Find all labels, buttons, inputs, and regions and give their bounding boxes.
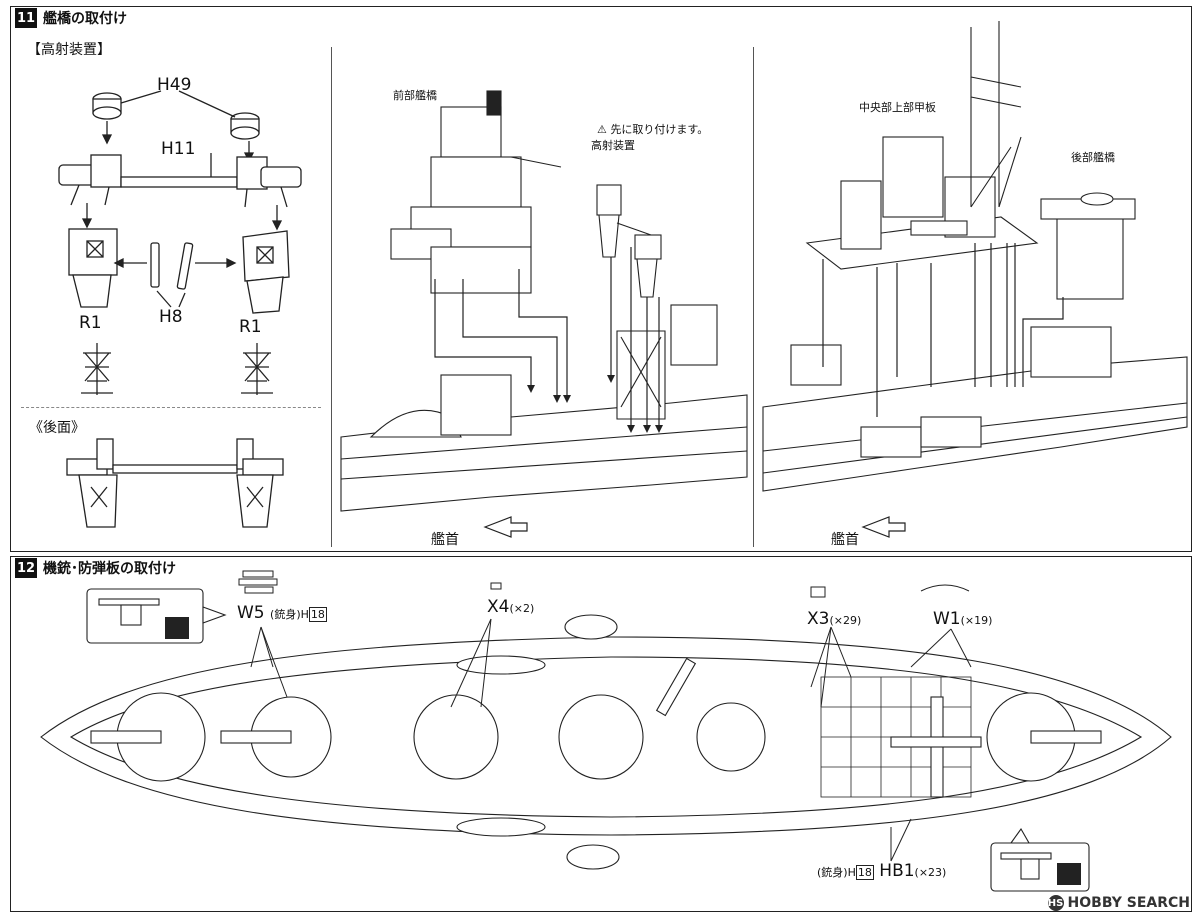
w1-quantity: (×19)	[960, 614, 993, 627]
turret-plan-1	[90, 692, 206, 782]
w5-barrel-part: H	[300, 608, 309, 621]
deck-plan-diagram	[40, 570, 1172, 892]
turret-plan-6	[696, 702, 766, 772]
separator-right	[753, 47, 754, 547]
boat-3	[564, 614, 618, 640]
hb1-barrel-part: H	[847, 866, 856, 879]
step-11-title: 艦橋の取付け	[37, 7, 137, 29]
step-11-header: 11 艦橋の取付け	[15, 7, 137, 29]
x4-quantity: (×2)	[509, 602, 535, 615]
watermark: HS HOBBY SEARCH	[1047, 895, 1190, 911]
bow-label-middle: 艦首	[431, 532, 459, 548]
turret-plan-3	[413, 694, 499, 780]
aa-director-section-label: 【高射装置】	[27, 42, 111, 58]
turret-plan-5	[986, 692, 1102, 782]
funnel-forward	[670, 304, 718, 366]
rear-view-assembly	[66, 438, 284, 528]
w5-barrel-note: (銃身)	[270, 608, 301, 621]
part-r1-left	[68, 228, 118, 308]
part-label-w1: W1(×19)	[933, 609, 992, 629]
hobby-search-logo-icon: HS	[1047, 895, 1064, 911]
boat-4	[566, 844, 620, 870]
separator-left	[331, 47, 332, 547]
aircraft-plan	[890, 696, 982, 798]
bow-label-right: 艦首	[831, 532, 859, 548]
aa-director-label-middle: 高射装置	[591, 139, 635, 152]
rear-view-label: 《後面》	[29, 420, 85, 436]
part-label-h8: H8	[159, 307, 183, 327]
instruction-icon-left	[165, 617, 189, 639]
part-label-h11: H11	[161, 139, 196, 159]
w5-barrel-num: 18	[308, 607, 327, 622]
aircraft-plan-2	[655, 657, 697, 717]
forward-bridge-diagram	[340, 21, 1188, 538]
r1-silhouette-right	[241, 343, 273, 395]
step-12-header: 12 機銃･防弾板の取付け	[15, 557, 186, 579]
part-h49-left	[92, 92, 122, 120]
part-label-r1-left: R1	[79, 313, 102, 333]
boat-1	[456, 655, 546, 675]
part-label-r1-right: R1	[239, 317, 262, 337]
step-11-panel: 11 艦橋の取付け 【高射装置】 H49 H11 H8 R1 R1 《後面》	[10, 6, 1192, 552]
instruction-icon-right	[1057, 863, 1081, 885]
hull-forward	[340, 394, 748, 512]
boat-2	[456, 817, 546, 837]
central-upper-deck-model	[805, 21, 1039, 270]
hb1-barrel-note: (銃身)	[817, 866, 848, 879]
warning-icon: ⚠	[597, 123, 607, 136]
turret-plan-4	[558, 694, 644, 780]
part-h49-right	[230, 112, 260, 140]
step-12-panel: 12 機銃･防弾板の取付け	[10, 556, 1192, 912]
warning-text: 先に取り付けます。	[610, 123, 709, 136]
step-11-number: 11	[15, 8, 37, 28]
r1-silhouette-left	[81, 343, 113, 395]
bow-arrow-middle	[483, 516, 528, 538]
hb1-part-number: HB1	[879, 861, 915, 881]
x3-quantity: (×29)	[829, 614, 862, 627]
step-12-number: 12	[15, 558, 37, 578]
step-12-title: 機銃･防弾板の取付け	[37, 557, 186, 579]
aft-bridge-label: 後部艦橋	[1071, 151, 1115, 164]
bridge-forward-model	[390, 90, 562, 294]
attach-first-warning: ⚠ 先に取り付けます。	[597, 121, 708, 137]
forward-bridge-label: 前部艦橋	[393, 89, 437, 102]
part-h11	[58, 154, 302, 208]
x4-part-number: X4	[487, 597, 510, 617]
aa-director-model	[596, 184, 662, 298]
watermark-text: HOBBY SEARCH	[1067, 895, 1190, 911]
aft-bridge-model	[1040, 192, 1136, 300]
gun-sprue-top	[238, 570, 970, 598]
hb1-quantity: (×23)	[914, 866, 947, 879]
x3-part-number: X3	[807, 609, 830, 629]
turret-aft	[1030, 326, 1112, 378]
separator-rear	[21, 407, 321, 408]
turret-plan-2	[220, 696, 332, 778]
part-label-x3: X3(×29)	[807, 609, 861, 629]
part-r1-right	[242, 230, 290, 314]
hb1-barrel-num: 18	[855, 865, 874, 880]
part-label-x4: X4(×2)	[487, 597, 534, 617]
w5-part-number: W5	[237, 603, 265, 623]
central-upper-deck-label: 中央部上部甲板	[859, 101, 936, 114]
part-label-h49: H49	[157, 75, 192, 95]
w1-part-number: W1	[933, 609, 961, 629]
bow-arrow-right	[861, 516, 906, 538]
aa-director-diagram	[58, 90, 302, 528]
